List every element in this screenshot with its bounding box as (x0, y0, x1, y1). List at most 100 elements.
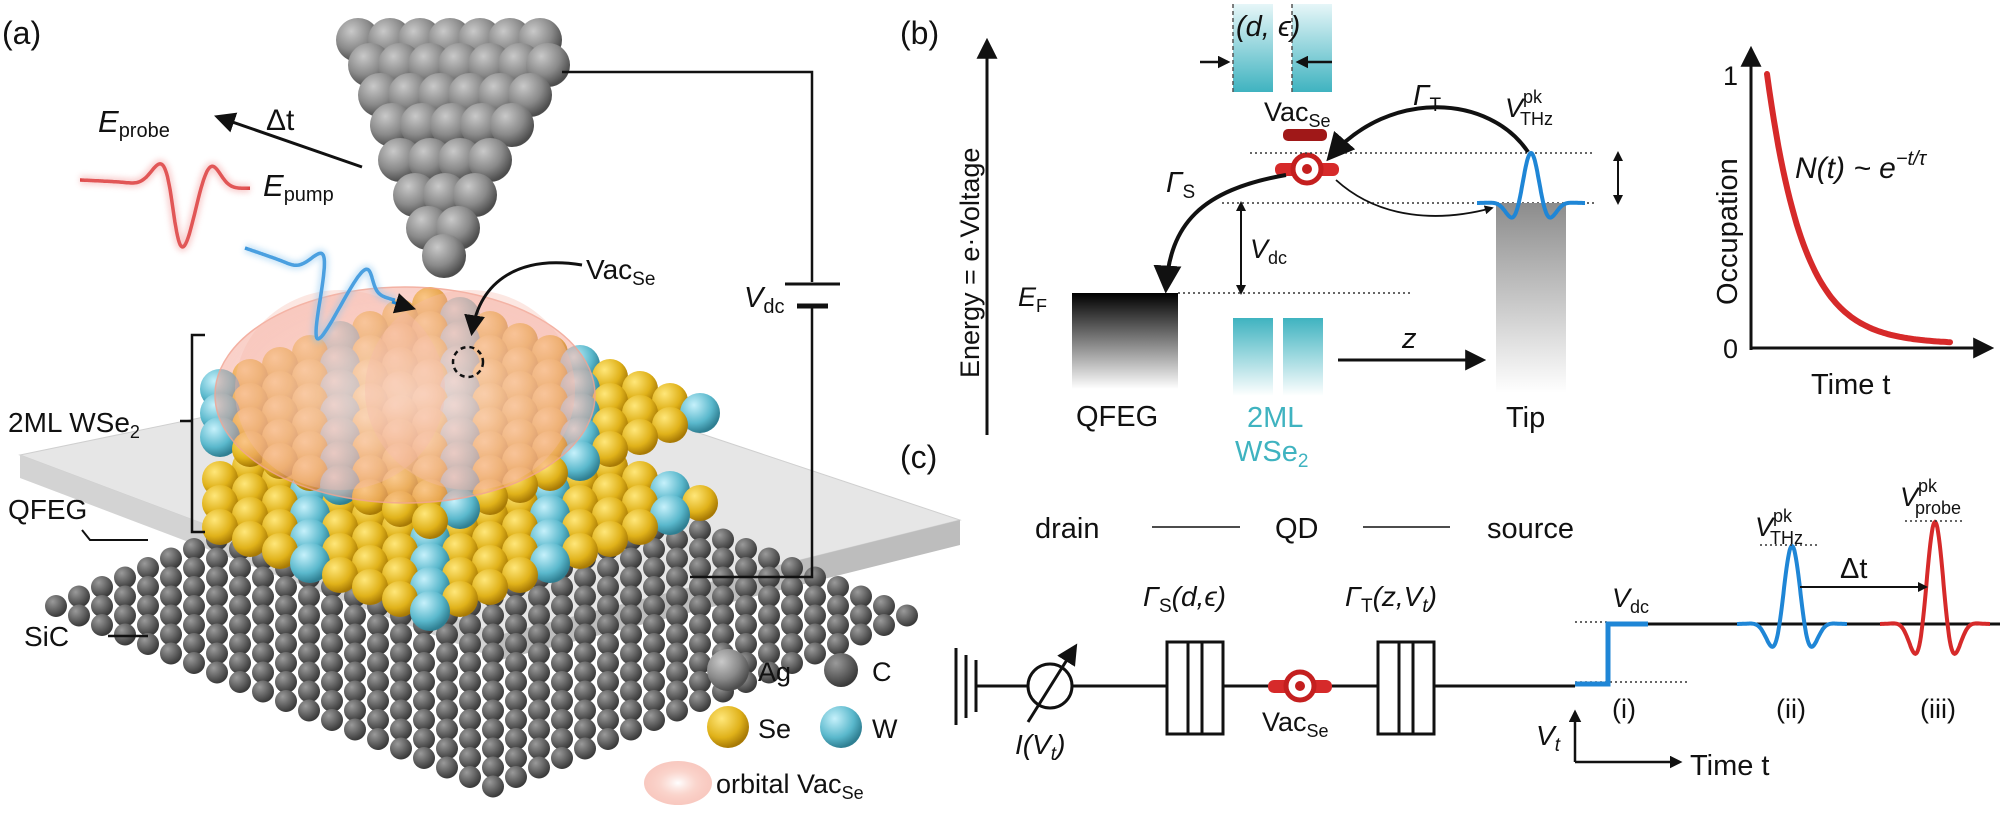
carbon-atom (298, 642, 320, 665)
carbon-atom (758, 661, 780, 684)
carbon-atom (114, 566, 136, 589)
carbon-atom (735, 633, 757, 655)
carbon-atom (459, 671, 481, 693)
carbon-atom (160, 642, 182, 665)
qfeg-label-b: QFEG (1076, 401, 1158, 433)
carbon-atom (735, 595, 757, 617)
carbon-atom (160, 585, 182, 608)
carbon-atom (597, 728, 619, 750)
carbon-atom (505, 709, 527, 731)
z-label: z (1401, 323, 1417, 355)
carbon-atom (689, 538, 711, 560)
carbon-atom (505, 614, 527, 636)
panel-a-label: (a) (2, 15, 41, 51)
carbon-atom (620, 699, 642, 722)
carbon-atom (206, 604, 228, 627)
w-atom (410, 591, 450, 631)
probe-pulse-glow (80, 159, 250, 252)
carbon-atom (689, 557, 711, 579)
wse2-bracket (190, 333, 205, 534)
carbon-atom (551, 633, 573, 655)
carbon-atom (344, 661, 366, 684)
pump-to-sample-arrow (391, 293, 417, 314)
carbon-atom (114, 604, 136, 627)
tip-band (1496, 203, 1566, 393)
orbital-vac-cloud (214, 286, 596, 504)
carbon-atom (252, 661, 274, 684)
quantum-dot-icon-c (1268, 669, 1332, 703)
carbon-atom (114, 585, 136, 608)
w-atom (650, 495, 690, 535)
carbon-atom (436, 623, 458, 646)
carbon-atom (321, 652, 343, 674)
carbon-atom (666, 547, 688, 570)
carbon-atom (390, 642, 412, 665)
carbon-atom (367, 709, 389, 731)
se-legend-label: Se (758, 714, 791, 744)
gamma-t-label-b: ΓT (1413, 80, 1442, 116)
orbital-legend-label: orbital VacSe (716, 769, 864, 803)
decay-x-label: Time t (1811, 369, 1890, 401)
source-junction-box (1376, 640, 1436, 736)
carbon-atom (574, 680, 596, 703)
carbon-atom (528, 718, 550, 741)
carbon-atom (68, 585, 90, 608)
carbon-atom (643, 595, 665, 617)
carbon-atom (344, 604, 366, 627)
carbon-atom (643, 690, 665, 712)
carbon-atom (873, 614, 895, 636)
carbon-atom (344, 718, 366, 741)
carbon-atom (137, 595, 159, 617)
tip-label: Tip (1506, 402, 1545, 434)
se-atom (232, 521, 268, 557)
carbon-atom (505, 747, 527, 769)
qfeg-label: QFEG (8, 494, 87, 525)
carbon-atom (735, 576, 757, 598)
carbon-atom (574, 585, 596, 608)
carbon-atom (666, 661, 688, 684)
carbon-atom (183, 595, 205, 617)
carbon-atom (436, 756, 458, 779)
se-atom (352, 569, 388, 605)
carbon-atom (367, 671, 389, 693)
carbon-atom (275, 595, 297, 617)
vacancy-marker (451, 345, 485, 379)
carbon-atom (712, 623, 734, 646)
carbon-atom (758, 604, 780, 627)
carbon-atom (206, 661, 228, 684)
carbon-atom (229, 671, 251, 693)
carbon-atom (183, 557, 205, 579)
carbon-atom (321, 614, 343, 636)
carbon-atom (597, 633, 619, 655)
carbon-atom (436, 680, 458, 703)
carbon-atom (91, 614, 113, 636)
qd-label: QD (1275, 513, 1319, 545)
carbon-atom (643, 557, 665, 579)
carbon-atom (574, 623, 596, 646)
delta-t-arrow (214, 112, 363, 169)
carbon-atom (229, 557, 251, 579)
carbon-atom (666, 604, 688, 627)
carbon-atom (298, 623, 320, 646)
carbon-atom (827, 595, 849, 617)
carbon-atom (482, 623, 504, 646)
carbon-atom (367, 690, 389, 712)
carbon-atom (574, 737, 596, 760)
drain-junction-box (1165, 640, 1225, 736)
carbon-atom (597, 652, 619, 674)
carbon-atom (459, 690, 481, 712)
carbon-atom (505, 728, 527, 750)
carbon-atom (689, 595, 711, 617)
tip-atom (422, 234, 466, 278)
carbon-atom (620, 623, 642, 646)
se-atom (262, 533, 298, 569)
carbon-atom (436, 661, 458, 684)
se-atom (502, 557, 538, 593)
carbon-atom (321, 633, 343, 655)
thz-pulse-b (1477, 150, 1585, 220)
ammeter-arrow (1026, 643, 1078, 723)
carbon-atom (528, 756, 550, 779)
carbon-atom (321, 690, 343, 712)
